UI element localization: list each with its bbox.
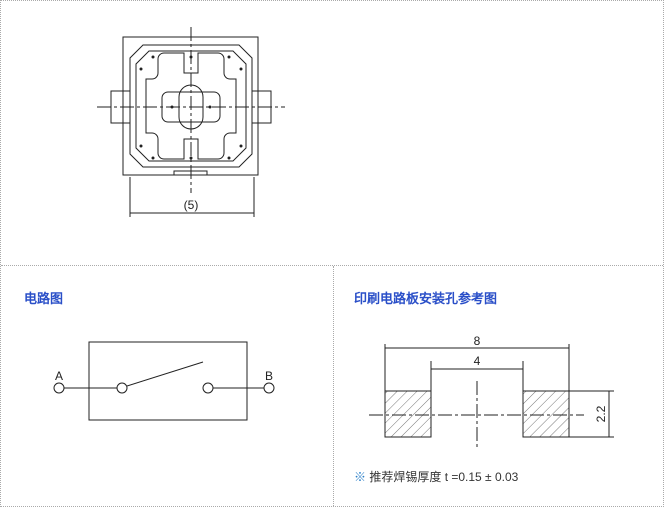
circuit-diagram: A B bbox=[53, 341, 275, 421]
circuit-diagram-title: 电路图 bbox=[24, 291, 64, 306]
switch-top-view-section: (5) bbox=[1, 1, 663, 266]
pcb-mounting-diagram: 8 4 2.2 bbox=[369, 334, 614, 449]
terminal-b-label: B bbox=[265, 369, 273, 383]
solder-thickness-note: ※ 推荐焊锡厚度 t =0.15 ± 0.03 bbox=[354, 468, 518, 485]
circuit-diagram-section: 电路图 A B bbox=[1, 266, 334, 506]
pcb-mounting-title: 印刷电路板安装孔参考图 bbox=[354, 291, 498, 306]
inner-gap-dimension: 4 bbox=[474, 354, 481, 368]
outer-width-dimension: 8 bbox=[474, 334, 481, 348]
pad-height-dimension: 2.2 bbox=[594, 405, 608, 422]
note-mark: ※ bbox=[354, 470, 367, 484]
pcb-mounting-section: 印刷电路板安装孔参考图 8 4 2.2 ※ 推荐焊锡厚度 t =0.15 ± 0… bbox=[334, 266, 663, 506]
note-text: 推荐焊锡厚度 t =0.15 ± 0.03 bbox=[369, 470, 519, 484]
terminal-a-label: A bbox=[55, 369, 63, 383]
width-dimension-label: (5) bbox=[184, 198, 199, 212]
switch-top-view-drawing: (5) bbox=[97, 27, 285, 217]
